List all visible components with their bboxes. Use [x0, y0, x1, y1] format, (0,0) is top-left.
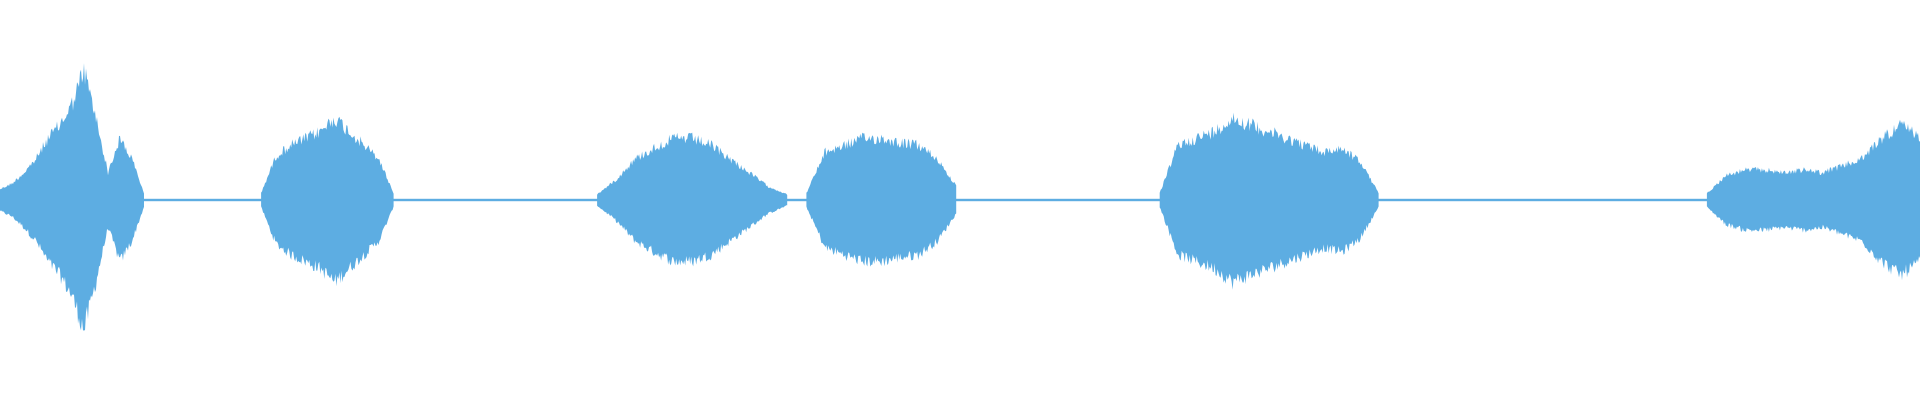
waveform-clip-1: [0, 63, 144, 331]
waveform-clip-2: [261, 116, 394, 287]
waveform-clip-3: [597, 132, 788, 267]
waveform-clip-5: [1159, 112, 1379, 290]
silence-baseline: [0, 198, 1920, 202]
waveform-clip-4: [806, 132, 957, 267]
waveform-clip-6: [1706, 119, 1920, 281]
